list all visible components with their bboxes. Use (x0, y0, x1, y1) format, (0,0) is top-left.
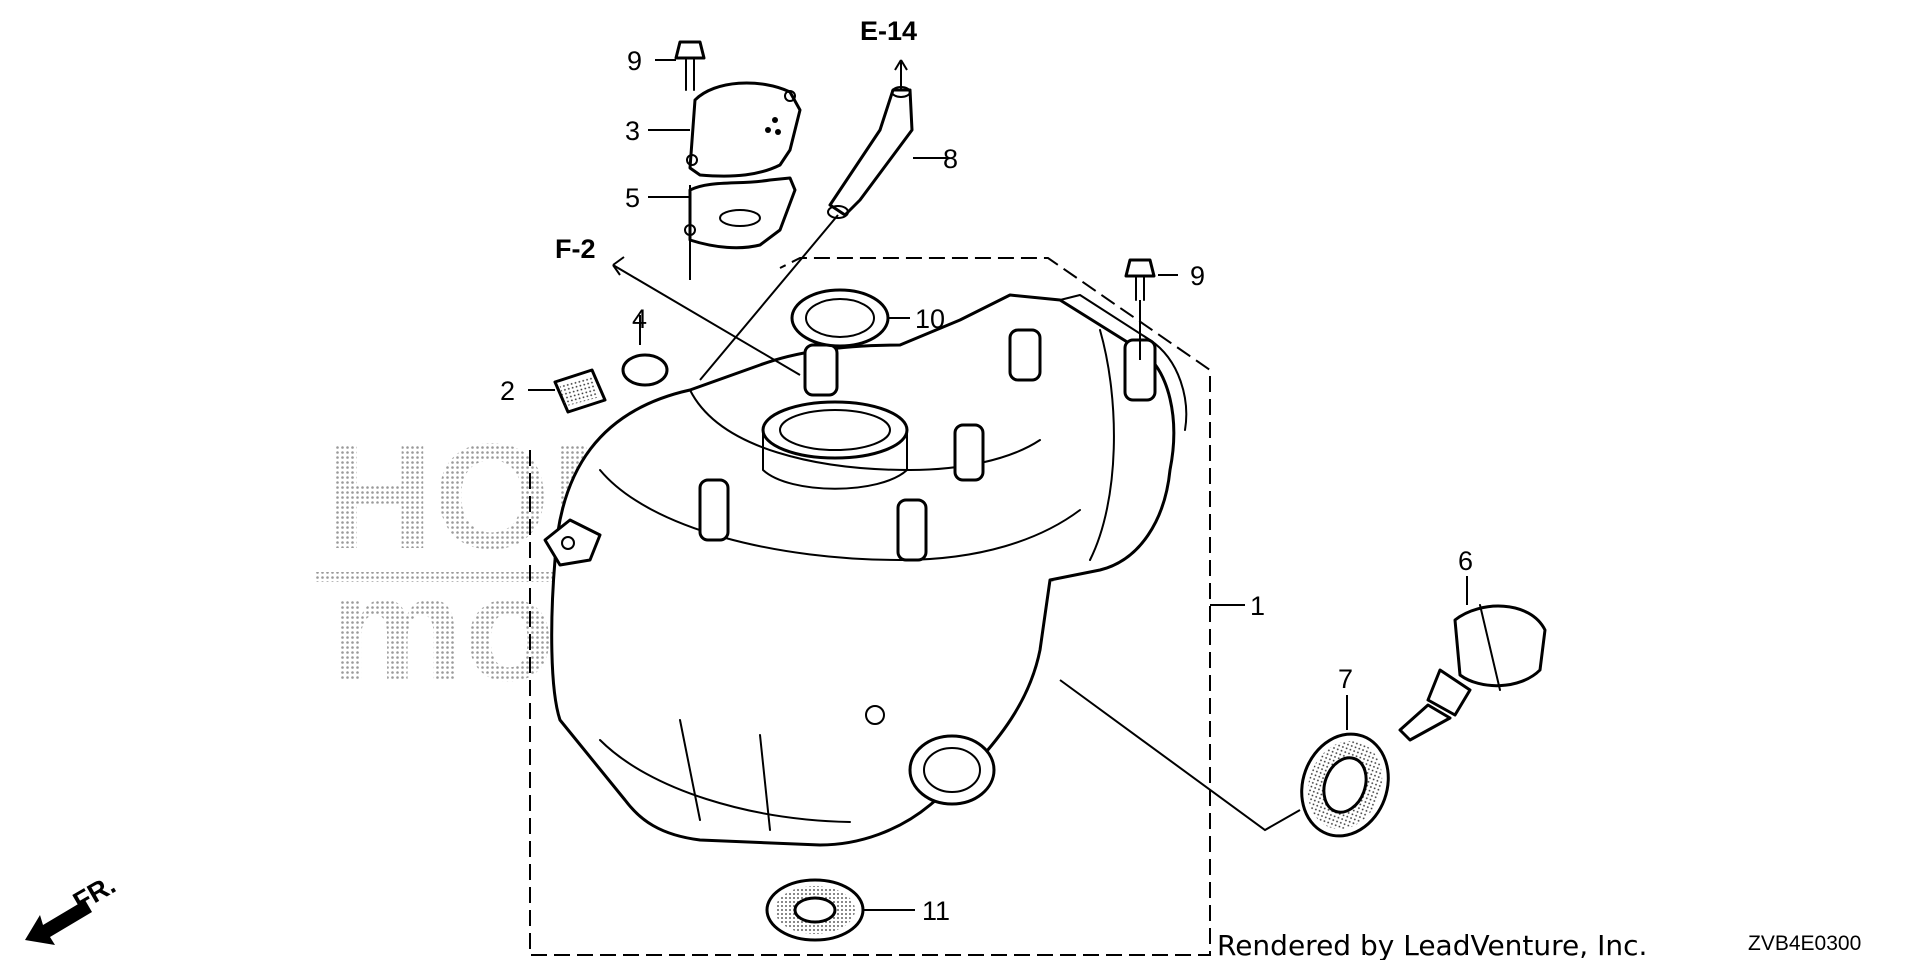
callout-6[interactable]: 6 (1458, 546, 1473, 576)
part-3-cover-plate[interactable] (686, 81, 802, 178)
callout-4[interactable]: 4 (632, 304, 647, 334)
callout-9-right[interactable]: 9 (1190, 261, 1205, 291)
leader-lines (528, 59, 1468, 911)
callout-8[interactable]: 8 (943, 144, 958, 174)
callouts: 9 3 5 8 9 10 4 2 1 7 6 11 (500, 46, 1473, 926)
part-2-grommet[interactable] (553, 368, 607, 414)
part-7-washer[interactable] (1288, 722, 1403, 848)
callout-9-top[interactable]: 9 (627, 46, 642, 76)
part-10-oil-seal[interactable] (790, 288, 890, 348)
diagram-code: ZVB4E0300 (1748, 932, 1861, 955)
part-9-bolt-right[interactable] (1124, 258, 1156, 360)
rendered-by-credit: Rendered by LeadVenture, Inc. (1217, 929, 1647, 960)
callout-5[interactable]: 5 (625, 183, 640, 213)
part-8-breather-tube[interactable] (699, 60, 914, 381)
callout-7[interactable]: 7 (1338, 664, 1353, 694)
callout-10[interactable]: 10 (915, 304, 945, 334)
callout-2[interactable]: 2 (500, 376, 515, 406)
callout-1[interactable]: 1 (1250, 591, 1265, 621)
callout-3[interactable]: 3 (625, 116, 640, 146)
part-4-plug[interactable] (621, 353, 669, 387)
part-9-bolt-top[interactable] (674, 40, 706, 91)
part-11-bearing[interactable] (765, 878, 865, 942)
part-6-oil-cap[interactable] (1398, 604, 1547, 742)
ref-e14[interactable]: E-14 (860, 16, 917, 46)
part-5-gasket[interactable] (684, 176, 797, 280)
ref-f2[interactable]: F-2 (555, 234, 596, 264)
assembly-boundary (529, 257, 1211, 956)
front-arrow-icon: FR. (25, 869, 121, 945)
callout-11[interactable]: 11 (922, 896, 950, 926)
part-1-crankcase[interactable] (543, 293, 1188, 847)
